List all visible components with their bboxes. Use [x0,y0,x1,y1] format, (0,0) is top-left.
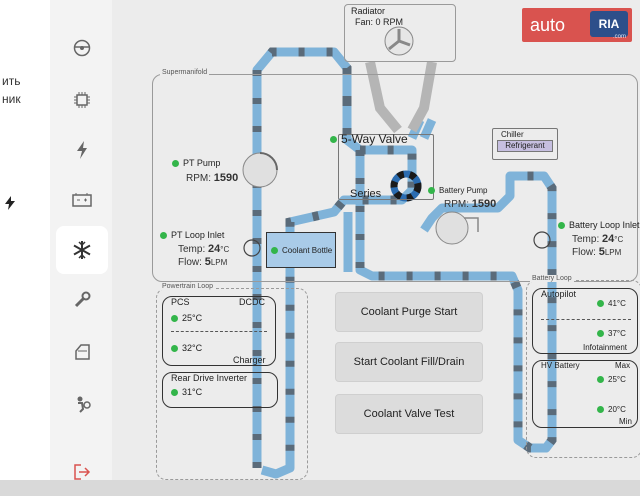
infotainment-label: Infotainment [583,343,628,352]
rear-drive-inverter-box: Rear Drive Inverter 31°C [162,372,278,408]
autopilot-label: Autopilot [541,289,577,299]
nav-exit[interactable] [56,448,108,496]
left-panel-text-2: ник [2,92,21,106]
rear-drive-inverter-temp: 31°C [171,387,202,397]
nav-thermal[interactable] [56,226,108,274]
battery-icon [72,193,92,207]
lightning-icon [5,196,15,210]
radiator-box: Radiator Fan: 0 RPM [344,4,456,62]
coolant-purge-button[interactable]: Coolant Purge Start [335,292,483,332]
left-panel: ить ник [0,0,50,480]
car-door-icon [75,344,90,360]
pcs-divider [171,331,267,332]
battery-pump-rpm: RPM: 1590 [444,198,497,210]
airbag-icon [77,396,91,413]
coolant-valve-test-button[interactable]: Coolant Valve Test [335,394,483,434]
dcdc-temp: 32°C [171,343,202,353]
five-way-valve-box [338,134,434,200]
nav-battery[interactable] [56,176,108,224]
hv-battery-max-temp: 25°C [597,375,626,384]
nav-power[interactable] [56,126,108,174]
watermark-auto: auto [530,14,566,35]
nav-steering[interactable] [56,24,108,72]
autopilot-divider [541,319,631,320]
radiator-title: Radiator [351,6,386,16]
supermanifold-box [152,74,638,282]
battery-pump-title: Battery Pump [428,186,487,195]
left-panel-text-1: ить [2,74,21,88]
battery-loop-inlet-title: Battery Loop Inlet [558,220,640,230]
autoria-watermark: auto RIA .com [522,8,632,42]
steering-wheel-icon [73,39,91,57]
powertrain-loop-label: Powertrain Loop [160,283,215,290]
hv-battery-box: HV Battery Max 25°C 20°C Min [532,360,638,428]
battery-pump-icon [435,211,479,245]
chip-icon [74,92,90,108]
five-way-valve-status-dot [330,136,337,144]
fan-icon [384,26,414,56]
pt-pump-icon [242,152,278,188]
hv-max-label: Max [615,361,631,370]
lightning-icon [77,141,87,159]
autopilot-temp-2: 37°C [597,329,626,338]
dcdc-label: DCDC [239,297,265,307]
pt-loop-inlet-flow: Flow: 5LPM [178,256,228,268]
coolant-fill-drain-button[interactable]: Start Coolant Fill/Drain [335,342,483,382]
autopilot-temp-1: 41°C [597,299,626,308]
coolant-pipes [252,47,557,479]
pt-pump-title: PT Pump [172,158,220,168]
nav-chip[interactable] [56,76,108,124]
nav-safety[interactable] [56,380,108,428]
pt-loop-inlet-sensor-icon [243,239,261,257]
charger-label: Charger [233,355,266,365]
battery-pump-status-dot [428,187,435,195]
rear-drive-inverter-label: Rear Drive Inverter [171,373,248,383]
exit-icon [74,464,91,480]
pt-pump-status-dot [172,160,179,168]
hv-min-label: Min [619,417,632,426]
coolant-bottle-status-dot [271,246,278,254]
five-way-valve-title: 5-Way Valve [330,132,408,146]
battery-loop-inlet-flow: Flow: 5LPM [572,246,622,258]
refrigerant-badge: Refrigerant [497,140,553,152]
pt-loop-inlet-title: PT Loop Inlet [160,230,224,240]
battery-loop-label: Battery Loop [530,275,574,282]
watermark-domain: .com [612,34,626,40]
snowflake-icon [73,241,91,259]
wrench-icon [74,291,91,308]
chiller-box: Chiller Refrigerant [492,128,558,160]
pt-loop-inlet-status-dot [160,232,167,240]
nav-doors[interactable] [56,328,108,376]
radiator-fan: Fan: 0 RPM [355,17,404,27]
battery-loop-inlet-status-dot [558,222,565,230]
pcs-dcdc-box: PCS DCDC 25°C 32°C Charger [162,296,276,366]
thermal-diagram: Radiator Fan: 0 RPM Supermanifold PT Pum… [112,0,640,480]
watermark-ria: RIA [590,11,628,37]
sidebar [50,0,113,480]
pt-loop-inlet-temp: Temp: 24°C [178,243,230,255]
pcs-temp: 25°C [171,313,202,323]
chiller-title: Chiller [501,130,524,139]
supermanifold-label: Supermanifold [160,69,210,76]
nav-service[interactable] [56,276,108,324]
coolant-bottle: Coolant Bottle [266,232,336,268]
battery-loop-inlet-temp: Temp: 24°C [572,233,624,245]
hv-battery-label: HV Battery [541,361,580,370]
pcs-label: PCS [171,297,190,307]
five-way-valve-mode: Series [350,188,382,200]
hv-battery-min-temp: 20°C [597,405,626,414]
battery-loop-box [526,280,640,458]
autopilot-box: Autopilot 41°C 37°C Infotainment [532,288,638,354]
pt-pump-rpm: RPM: 1590 [186,172,239,184]
battery-loop-inlet-sensor-icon [533,231,551,249]
